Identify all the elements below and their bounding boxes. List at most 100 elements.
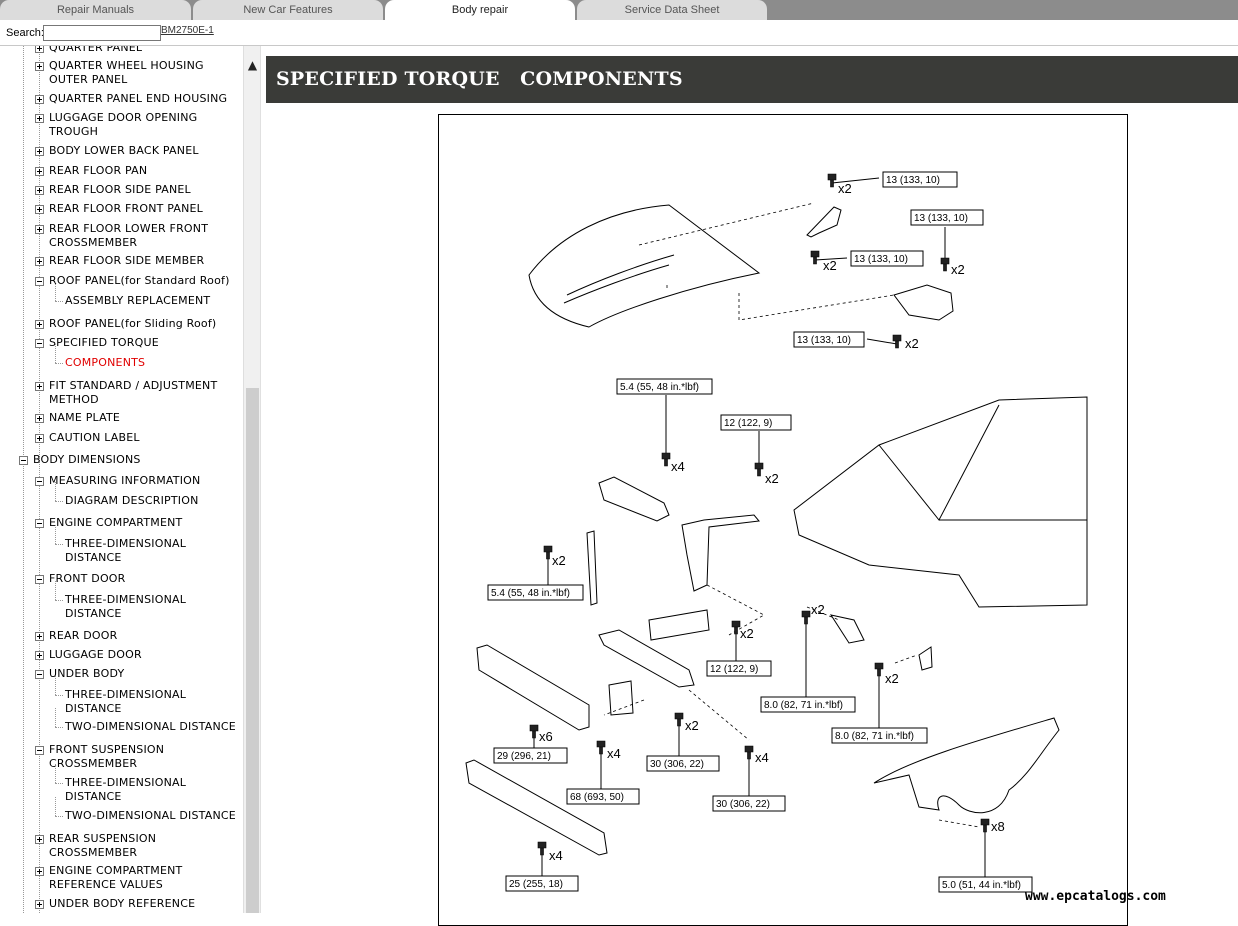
torque-label-box <box>493 747 568 764</box>
expand-box-icon[interactable] <box>35 651 44 660</box>
tree-node[interactable]: FRONT SUSPENSION CROSSMEMBER <box>49 743 165 770</box>
pane-divider[interactable] <box>260 46 267 913</box>
expand-box-icon[interactable] <box>35 835 44 844</box>
tree-node[interactable]: REAR FLOOR FRONT PANEL <box>49 202 204 215</box>
tree-leaf-connector <box>55 727 63 728</box>
tree-scrollbar[interactable]: ▲ <box>243 46 261 913</box>
expand-box-icon[interactable] <box>35 414 44 423</box>
tree-leaf-item[interactable]: THREE-DIMENSIONAL DISTANCE <box>65 688 187 715</box>
torque-label-box <box>706 660 772 677</box>
collapse-box-icon[interactable] <box>35 746 44 755</box>
tree-node[interactable]: ROOF PANEL(for Standard Roof) <box>49 274 230 287</box>
tree-node[interactable]: REAR FLOOR SIDE MEMBER <box>49 254 205 267</box>
tree-leaf-item[interactable]: THREE-DIMENSIONAL DISTANCE <box>65 776 187 803</box>
collapse-box-icon[interactable] <box>35 670 44 679</box>
tree-node[interactable]: SPECIFIED TORQUE <box>49 336 159 349</box>
collapse-box-icon[interactable] <box>35 575 44 584</box>
bolt-icon <box>980 818 990 833</box>
page-title-bar: SPECIFIED TORQUE COMPONENTS <box>266 56 1238 103</box>
tree-leaf-connector <box>55 708 56 727</box>
tree-node[interactable]: QUARTER PANEL <box>49 46 143 54</box>
tree-node[interactable]: REAR SUSPENSION CROSSMEMBER <box>49 832 157 859</box>
tree-node[interactable]: FIT STANDARD / ADJUSTMENT METHOD <box>49 379 218 406</box>
expand-box-icon[interactable] <box>35 114 44 123</box>
torque-label: 13 (133, 10) <box>797 335 851 346</box>
tree-node[interactable]: MEASURING INFORMATION <box>49 474 201 487</box>
tree-node[interactable]: ENGINE COMPARTMENT REFERENCE VALUES <box>49 864 183 891</box>
expand-box-icon[interactable] <box>35 167 44 176</box>
leader-line <box>814 257 848 261</box>
collapse-box-icon[interactable] <box>35 477 44 486</box>
collapse-box-icon[interactable] <box>35 277 44 286</box>
tree-node[interactable]: CAUTION LABEL <box>49 431 140 444</box>
collapse-box-icon[interactable] <box>35 339 44 348</box>
collapse-box-icon[interactable] <box>19 456 28 465</box>
torque-label: 30 (306, 22) <box>650 759 704 770</box>
expand-box-icon[interactable] <box>35 434 44 443</box>
scroll-up-arrow-icon[interactable]: ▲ <box>247 58 258 72</box>
tree-leaf-item[interactable]: THREE-DIMENSIONAL DISTANCE <box>65 593 187 620</box>
expand-box-icon[interactable] <box>35 257 44 266</box>
expand-box-icon[interactable] <box>35 95 44 104</box>
tab-service-data-sheet[interactable]: Service Data Sheet <box>577 0 767 20</box>
tree-node[interactable]: BODY LOWER BACK PANEL <box>49 144 199 157</box>
bolt-quantity: x2 <box>905 336 919 351</box>
tab-new-car-features[interactable]: New Car Features <box>193 0 383 20</box>
divider-line <box>0 45 1238 46</box>
hood-lock-support <box>681 514 760 592</box>
radiator-support-upper <box>598 476 670 522</box>
tree-node[interactable]: FRONT DOOR <box>49 572 126 585</box>
expand-box-icon[interactable] <box>35 867 44 876</box>
tree-node[interactable]: ENGINE COMPARTMENT <box>49 516 183 529</box>
bolt-icon <box>801 610 811 625</box>
tree-leaf-item[interactable]: ASSEMBLY REPLACEMENT <box>65 294 211 307</box>
torque-label: 12 (122, 9) <box>724 418 772 429</box>
tree-leaf-item[interactable]: DIAGRAM DESCRIPTION <box>65 494 199 507</box>
tree-node[interactable]: REAR FLOOR SIDE PANEL <box>49 183 191 196</box>
torque-label: 13 (133, 10) <box>854 254 908 265</box>
expand-box-icon[interactable] <box>35 225 44 234</box>
tree-node[interactable]: REAR FLOOR LOWER FRONT CROSSMEMBER <box>49 222 209 249</box>
navigation-tree: QUARTER PANEL QUARTER WHEEL HOUSING OUTER… <box>0 46 243 913</box>
tree-node[interactable]: NAME PLATE <box>49 411 121 424</box>
expand-box-icon[interactable] <box>35 186 44 195</box>
tree-node[interactable]: BODY DIMENSIONS <box>33 453 141 466</box>
tree-leaf-connector <box>55 695 63 696</box>
tree-leaf-item[interactable]: TWO-DIMENSIONAL DISTANCE <box>65 809 236 822</box>
bolt-icon <box>529 724 539 739</box>
expand-box-icon[interactable] <box>35 632 44 641</box>
torque-label: 29 (296, 21) <box>497 751 551 762</box>
tree-leaf-item[interactable]: THREE-DIMENSIONAL DISTANCE <box>65 537 187 564</box>
tree-leaf-connector <box>55 600 63 601</box>
expand-box-icon[interactable] <box>35 46 44 53</box>
expand-box-icon[interactable] <box>35 320 44 329</box>
tree-node[interactable]: LUGGAGE DOOR <box>49 648 142 661</box>
tree-node[interactable]: REAR FLOOR PAN <box>49 164 148 177</box>
bolt-icon <box>810 250 820 265</box>
tab-bar: Repair Manuals New Car Features Body rep… <box>0 0 1238 20</box>
expand-box-icon[interactable] <box>35 62 44 71</box>
scroll-thumb[interactable] <box>246 388 259 913</box>
tree-node[interactable]: QUARTER PANEL END HOUSING <box>49 92 228 105</box>
tree-leaf-item[interactable]: COMPONENTS <box>65 356 146 369</box>
expand-box-icon[interactable] <box>35 382 44 391</box>
tab-repair-manuals[interactable]: Repair Manuals <box>0 0 191 20</box>
tree-node[interactable]: LUGGAGE DOOR OPENING TROUGH <box>49 111 198 138</box>
search-input[interactable] <box>43 25 161 41</box>
document-code-link[interactable]: BM2750E-1 <box>161 25 214 36</box>
tree-leaf-item[interactable]: TWO-DIMENSIONAL DISTANCE <box>65 720 236 733</box>
tree-node[interactable]: ROOF PANEL(for Sliding Roof) <box>49 317 217 330</box>
collapse-box-icon[interactable] <box>35 519 44 528</box>
tree-node[interactable]: QUARTER WHEEL HOUSING OUTER PANEL <box>49 59 204 86</box>
bumper-bracket <box>608 680 634 716</box>
expand-box-icon[interactable] <box>35 205 44 214</box>
tree-node[interactable]: REAR DOOR <box>49 629 118 642</box>
tree-node[interactable]: UNDER BODY REFERENCE VALUES <box>49 897 196 913</box>
tab-body-repair[interactable]: Body repair <box>385 0 575 20</box>
expand-box-icon[interactable] <box>35 900 44 909</box>
tree-node[interactable]: UNDER BODY <box>49 667 125 680</box>
torque-label-box <box>712 795 786 812</box>
torque-label: 13 (133, 10) <box>914 213 968 224</box>
expand-box-icon[interactable] <box>35 147 44 156</box>
